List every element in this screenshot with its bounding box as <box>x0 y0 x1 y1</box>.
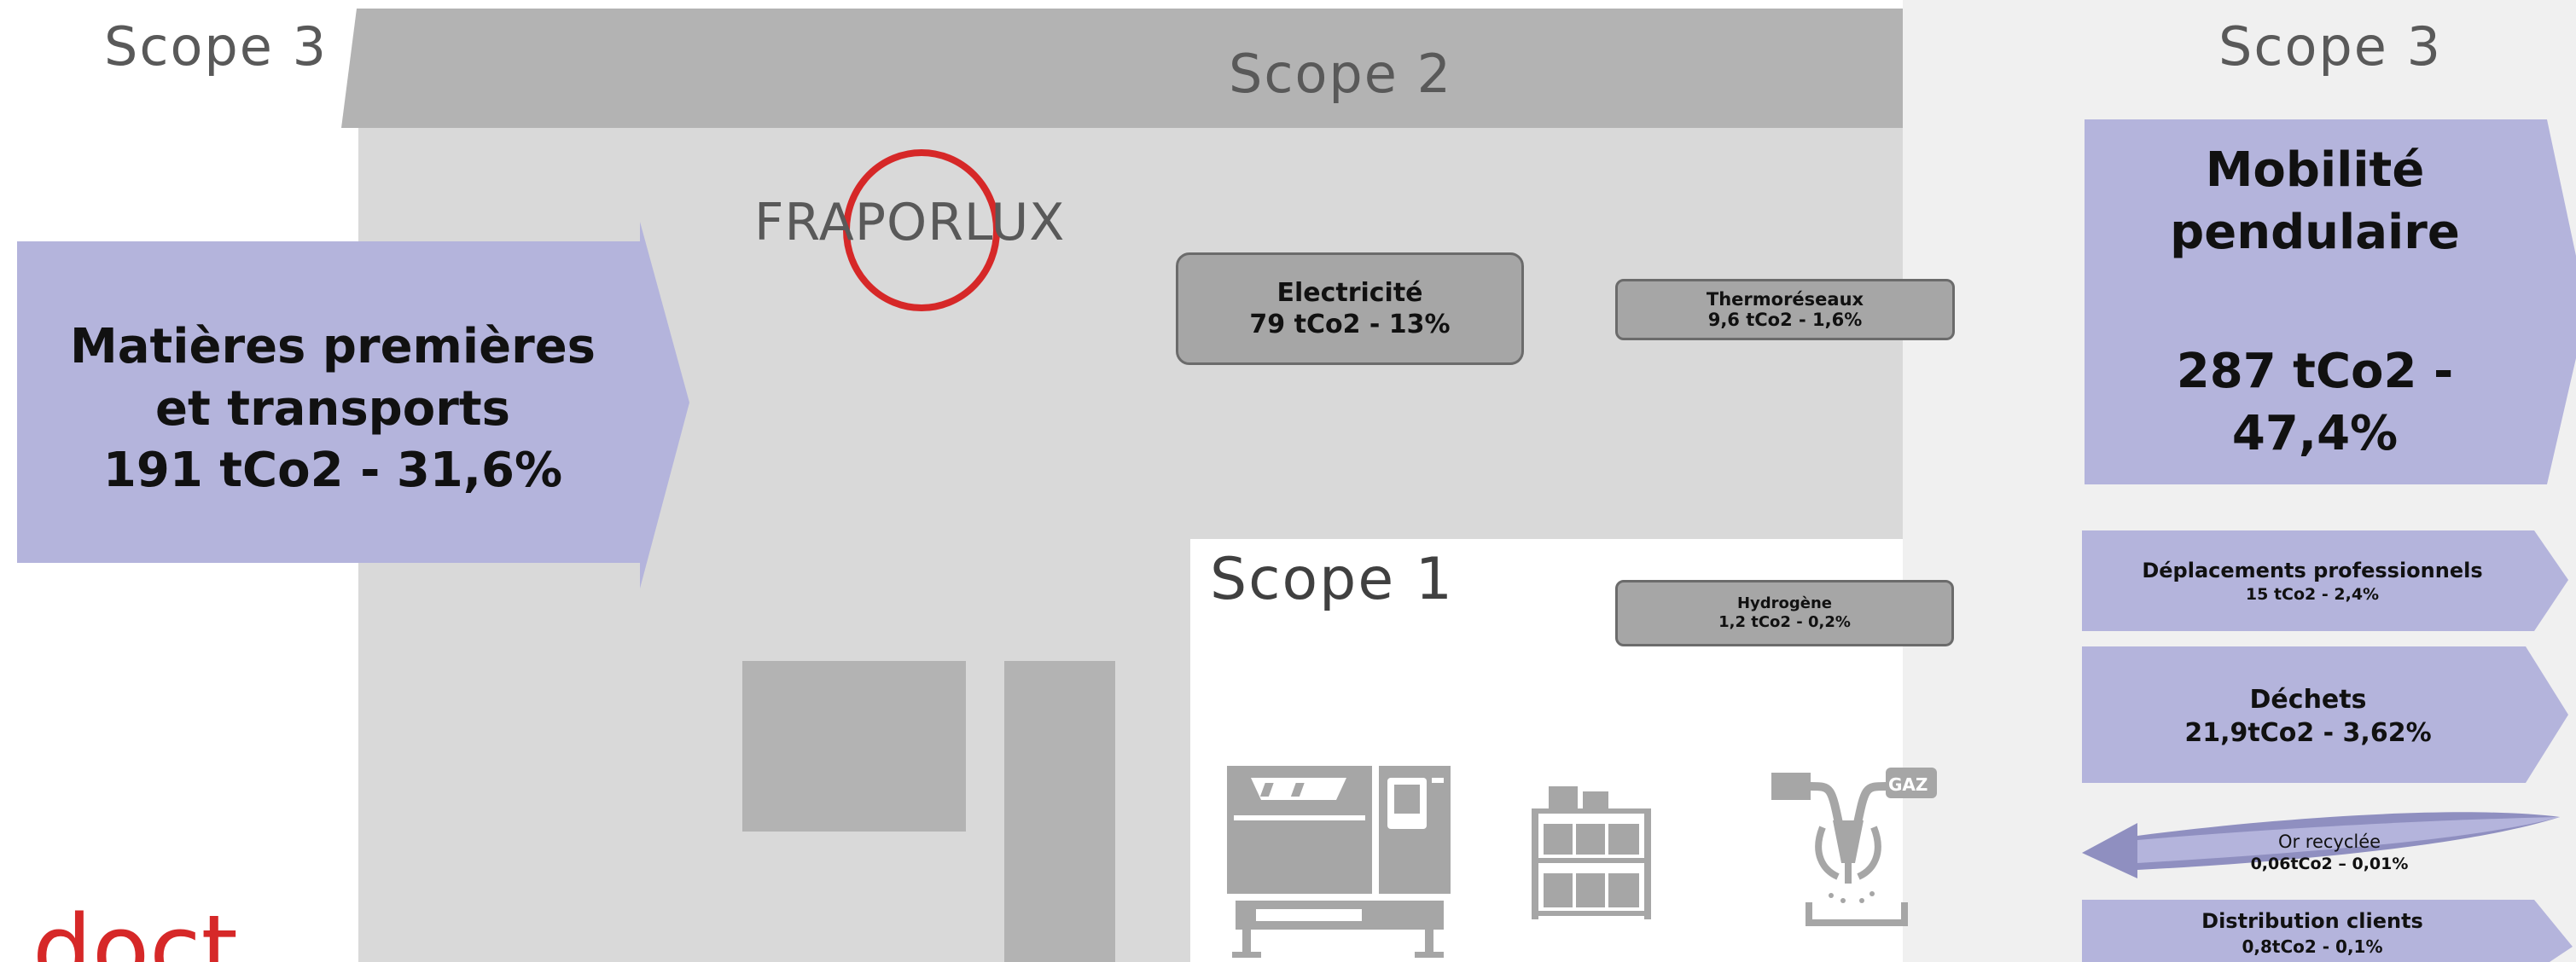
or-recyclee-value: 0,06tCo2 – 0,01% <box>2250 855 2409 874</box>
distribution-label: Distribution clients 0,8tCo2 - 0,1% <box>2082 906 2543 960</box>
thermoreseaux-box: Thermoréseaux 9,6 tCo2 - 1,6% <box>1615 279 1955 340</box>
logo-circle-icon <box>843 149 1000 311</box>
thermoreseaux-title: Thermoréseaux <box>1706 288 1864 310</box>
distribution-title: Distribution clients <box>2201 909 2423 934</box>
left-arrow-label: Matières premières et transports 191 tCo… <box>17 281 648 537</box>
gas-welding-icon <box>1771 768 1937 926</box>
scope3-right-label: Scope 3 <box>2218 15 2443 78</box>
or-recyclee-title: Or recyclée <box>2277 832 2381 852</box>
mobilite-value1: 287 tCo2 - <box>2176 344 2454 399</box>
scope2-label: Scope 2 <box>1229 43 1453 105</box>
dechets-title: Déchets <box>2249 685 2367 715</box>
logo-text: FRAPORLUX <box>754 193 1066 252</box>
roof <box>341 9 2063 128</box>
brand-partial-text: doct <box>32 902 238 962</box>
dechets-value: 21,9tCo2 - 3,62% <box>2184 718 2432 748</box>
electricite-title: Electricité <box>1276 277 1423 308</box>
deplacements-label: Déplacements professionnels 15 tCo2 - 2,… <box>2082 537 2543 626</box>
mobilite-line2: pendulaire <box>2170 205 2460 261</box>
scope1-label: Scope 1 <box>1210 546 1455 613</box>
left-arrow-line3: 191 tCo2 - 31,6% <box>102 443 563 499</box>
building-door <box>1004 661 1115 962</box>
electricite-value: 79 tCo2 - 13% <box>1249 310 1451 339</box>
building-window <box>742 661 966 832</box>
left-arrow-line2: et transports <box>155 380 510 437</box>
hydrogene-value: 1,2 tCo2 - 0,2% <box>1718 613 1851 631</box>
hydrogene-title: Hydrogène <box>1736 594 1833 613</box>
distribution-value: 0,8tCo2 - 0,1% <box>2242 936 2383 957</box>
deplacements-value: 15 tCo2 - 2,4% <box>2245 585 2380 605</box>
hydrogene-box: Hydrogène 1,2 tCo2 - 0,2% <box>1615 580 1954 646</box>
thermoreseaux-value: 9,6 tCo2 - 1,6% <box>1707 310 1863 330</box>
cnc-machine-icon <box>1227 766 1451 958</box>
shelving-storage-icon <box>1532 786 1651 919</box>
dechets-label: Déchets 21,9tCo2 - 3,62% <box>2082 657 2534 776</box>
mobilite-value2: 47,4% <box>2231 405 2399 461</box>
gas-label: GAZ <box>1888 774 1928 795</box>
mobilite-label: Mobilité pendulaire 287 tCo2 - 47,4% <box>2085 128 2545 478</box>
left-arrow-line1: Matières premières <box>69 318 596 374</box>
fraporlux-logo: FRAPORLUX <box>751 136 1126 324</box>
electricite-box: Electricité 79 tCo2 - 13% <box>1176 252 1524 365</box>
or-recyclee-label: Or recyclée 0,06tCo2 – 0,01% <box>2108 827 2551 878</box>
scope3-left-label: Scope 3 <box>104 15 329 78</box>
mobilite-line1: Mobilité <box>2205 142 2425 199</box>
deplacements-title: Déplacements professionnels <box>2142 559 2483 583</box>
